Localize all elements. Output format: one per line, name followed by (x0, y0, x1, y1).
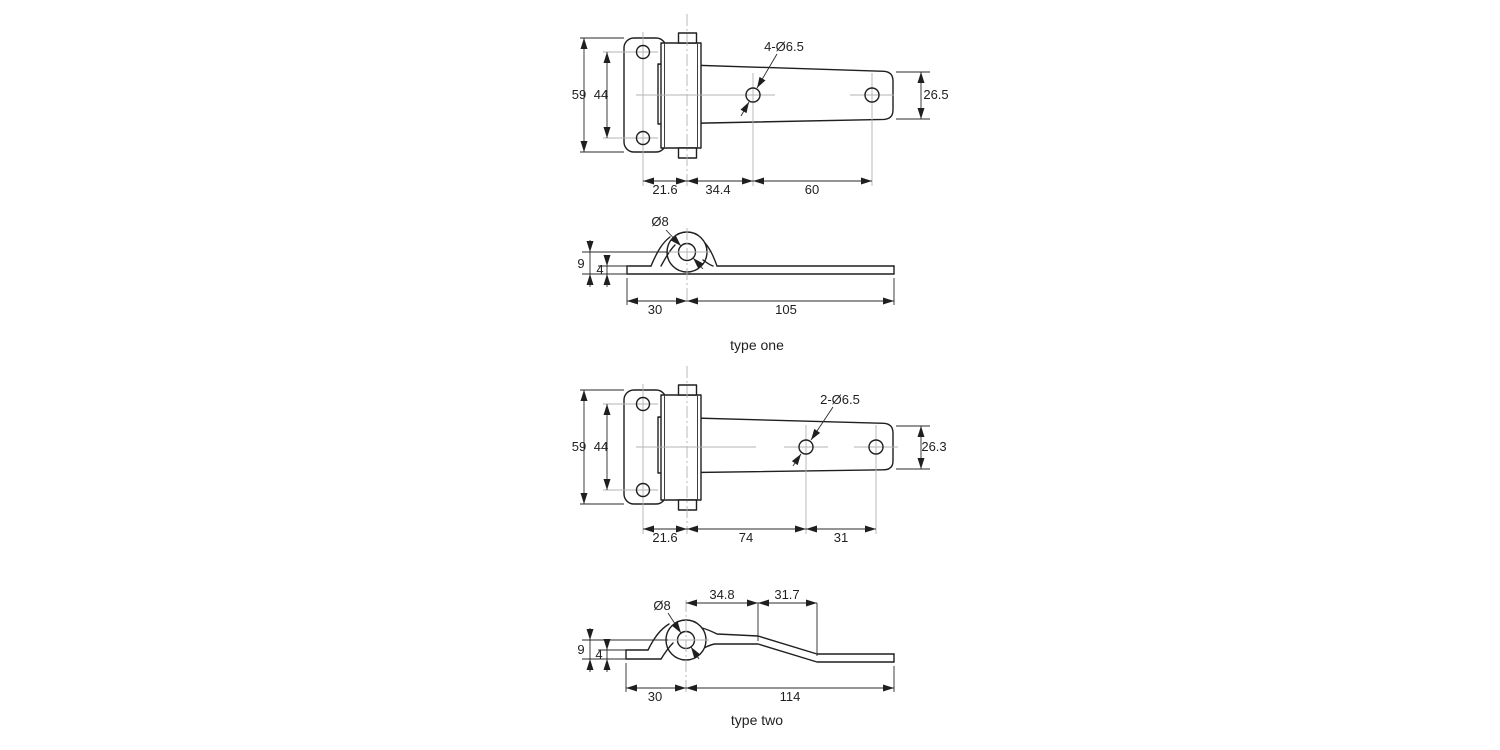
pin-end-bottom (677, 147, 698, 159)
plate-hole (635, 44, 651, 60)
knuckle-barrel (660, 42, 702, 149)
dim-upper-segment: 34.8 (709, 587, 734, 602)
dim-hole-spacing: 44 (594, 439, 608, 454)
type-one-plan-view: 59 44 26.5 21.6 34.4 60 4-Ø6.5 (572, 14, 949, 197)
type-two-plan-holes (635, 396, 884, 498)
strap-arm (657, 63, 894, 125)
pin-end-top (677, 384, 698, 396)
type-two-side-centerlines (665, 600, 709, 692)
type-two-plan-dimensions: 59 44 26.3 21.6 74 31 2-Ø6.5 (572, 389, 947, 545)
strap-hole (864, 87, 880, 103)
dim-pin-offset: 21.6 (652, 182, 677, 197)
strap-hole (798, 439, 814, 455)
dim-hole-pitch: 60 (805, 182, 819, 197)
type-one-plan-geometry (623, 32, 894, 159)
left-bend-outer (647, 623, 670, 651)
type-two-plan-centerlines (603, 366, 898, 534)
type-two-plan-view: 59 44 26.3 21.6 74 31 2-Ø6.5 (572, 366, 947, 545)
type-one-side-view: 9 4 30 105 Ø8 type one (577, 214, 895, 353)
type-two-side-geometry (625, 619, 895, 663)
right-bend-outer (704, 242, 718, 267)
plate-hole (635, 396, 651, 412)
label-holes-callout: 2-Ø6.5 (820, 392, 860, 407)
left-bend-inner (660, 642, 674, 660)
strap-arm (657, 416, 894, 474)
dim-hole-spacing: 44 (594, 87, 608, 102)
label-pin-diameter: Ø8 (651, 214, 668, 229)
dim-overall-height: 59 (572, 439, 586, 454)
plate-hole (635, 130, 651, 146)
type-one-plan-dimensions: 59 44 26.5 21.6 34.4 60 4-Ø6.5 (572, 37, 949, 197)
right-bend-inner (702, 259, 714, 267)
dim-leaf-thickness: 4 (596, 262, 603, 277)
type-two-plan-geometry (623, 384, 894, 511)
dim-strap-length: 105 (775, 302, 797, 317)
dim-strap-length: 114 (780, 689, 801, 704)
left-bend-inner (660, 244, 676, 267)
caption-type-two: type two (731, 712, 783, 728)
dim-tail-length: 30 (648, 302, 662, 317)
dim-leaf-thickness: 4 (595, 647, 602, 662)
type-one-side-geometry (626, 231, 895, 275)
type-one-plan-centerlines (603, 14, 894, 186)
left-bend-outer (650, 236, 671, 267)
dim-pin-offset: 21.6 (652, 530, 677, 545)
dim-end-width: 26.5 (923, 87, 948, 102)
type-one-side-dimensions: 9 4 30 105 Ø8 (577, 214, 895, 317)
dim-pin-to-hole: 34.4 (705, 182, 730, 197)
type-two-side-dimensions: 34.8 31.7 9 4 30 114 Ø8 (577, 587, 895, 704)
dim-pin-to-hole: 74 (739, 530, 753, 545)
dim-tail-length: 30 (648, 689, 662, 704)
strap-hole (868, 439, 884, 455)
type-one-side-centerlines (666, 228, 710, 303)
knuckle-barrel (660, 394, 702, 501)
type-two-side-view: 34.8 31.7 9 4 30 114 Ø8 (577, 587, 895, 728)
dim-overall-height: 59 (572, 87, 586, 102)
pin-end-top (677, 32, 698, 44)
pin-end-bottom (677, 499, 698, 511)
label-pin-diameter: Ø8 (653, 598, 670, 613)
dim-end-width: 26.3 (921, 439, 946, 454)
dim-pin-height: 9 (577, 642, 584, 657)
strap-hole (745, 87, 761, 103)
right-profile-top (701, 627, 895, 655)
plate-hole (635, 482, 651, 498)
dim-pin-height: 9 (577, 256, 584, 271)
dim-hole-pitch: 31 (834, 530, 848, 545)
caption-type-one: type one (730, 337, 784, 353)
dim-slope-segment: 31.7 (774, 587, 799, 602)
right-profile-bottom (704, 643, 895, 663)
label-holes-callout: 4-Ø6.5 (764, 39, 804, 54)
type-one-plan-holes (635, 44, 880, 146)
